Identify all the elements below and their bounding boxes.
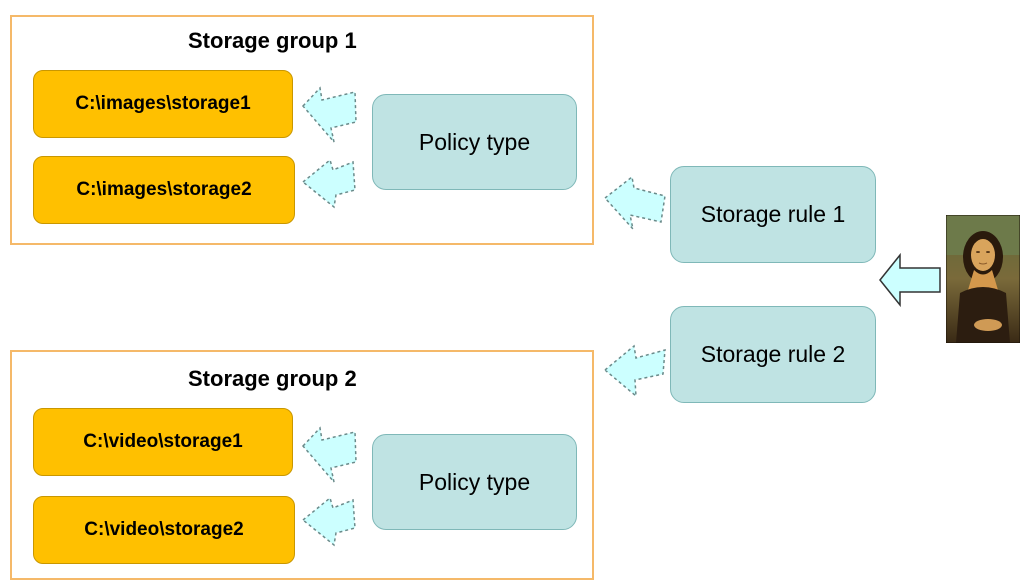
policy-type-box-1: Policy type <box>372 94 577 190</box>
storage-path-images-2: C:\images\storage2 <box>33 156 295 224</box>
dashed-arrow-icon <box>603 175 666 232</box>
storage-group-2-title: Storage group 2 <box>188 366 357 391</box>
storage-path-images-1: C:\images\storage1 <box>33 70 293 138</box>
dashed-arrow-icon <box>301 86 357 143</box>
storage-rule-1-box: Storage rule 1 <box>670 166 876 263</box>
policy-type-box-2: Policy type <box>372 434 577 530</box>
storage-group-1-title: Storage group 1 <box>188 28 357 53</box>
storage-path-video-1: C:\video\storage1 <box>33 408 293 476</box>
mona-lisa-painting-icon <box>946 215 1020 343</box>
dashed-arrow-icon <box>301 496 356 547</box>
solid-arrow-icon <box>879 252 941 308</box>
storage-rule-2-box: Storage rule 2 <box>670 306 876 403</box>
storage-path-video-2: C:\video\storage2 <box>33 496 295 564</box>
dashed-arrow-icon <box>301 158 356 209</box>
dashed-arrow-icon <box>301 426 357 483</box>
dashed-arrow-icon <box>603 344 666 398</box>
